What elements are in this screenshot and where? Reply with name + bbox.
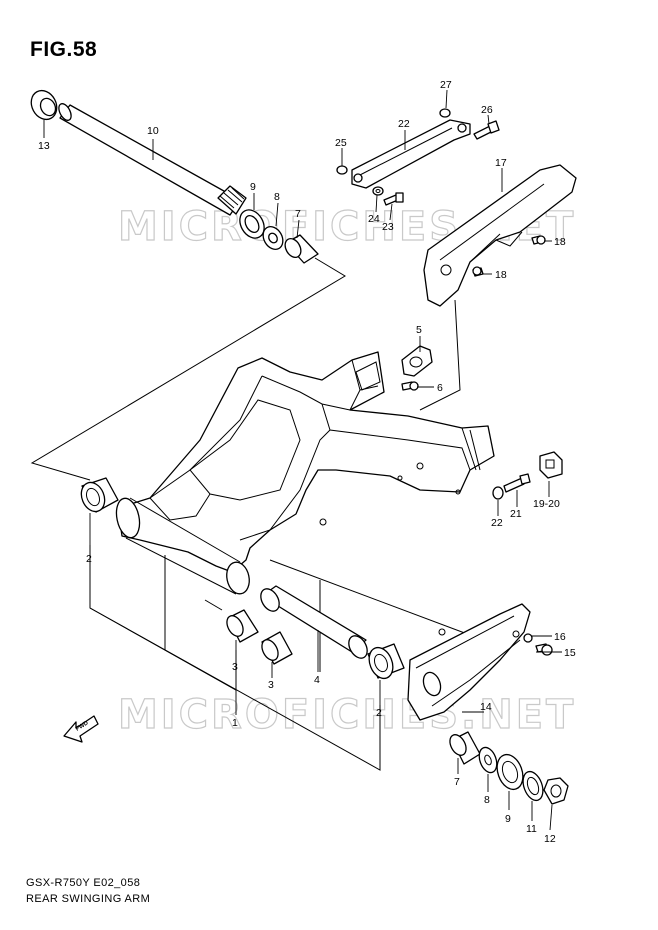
callout-18: 18	[495, 269, 507, 281]
part-18-screw	[472, 266, 484, 277]
part-9-bearing	[239, 209, 265, 239]
callout-25: 24	[368, 213, 380, 225]
callout-12: 12	[544, 833, 556, 845]
part-3-bushing	[261, 631, 293, 665]
callout-13: 13	[38, 140, 50, 152]
model-code: GSX-R750Y E02_058	[26, 877, 141, 889]
part-17-chain-guard	[423, 164, 577, 307]
callout-6: 6	[437, 382, 443, 394]
part-group-name: REAR SWINGING ARM	[26, 893, 151, 905]
callout-27: 26	[481, 104, 493, 116]
callout-4: 4	[314, 674, 320, 686]
callout-26: 25	[335, 137, 347, 149]
part-8-washer	[262, 226, 284, 250]
callout-19-20: 19-20	[533, 498, 560, 510]
part-8-washer	[478, 746, 498, 774]
part-22-washer	[492, 486, 504, 500]
part-15-bolt	[535, 643, 553, 656]
part-14-chain-guide	[407, 603, 531, 721]
part-23-torque-link	[351, 119, 471, 189]
part-3-bushing	[226, 609, 259, 643]
callout-28: 27	[440, 79, 452, 91]
callout-5: 5	[416, 324, 422, 336]
callout-numbers: 13 10 9 8 7 25 24 23 22 27 26 17 18 18 5…	[38, 79, 576, 845]
part-11-bearing	[522, 770, 544, 802]
forward-arrow-icon: FWD	[63, 715, 99, 743]
callout-24: 23	[382, 221, 394, 233]
callout-3: 3	[232, 661, 238, 673]
part-12-nut	[543, 777, 569, 805]
part-2-bearing	[367, 643, 405, 680]
callout-3: 3	[268, 679, 274, 691]
callout-22: 22	[491, 517, 503, 529]
callout-14: 14	[480, 701, 492, 713]
part-7-collar	[284, 234, 319, 264]
part-9-bearing	[496, 753, 524, 791]
callout-8: 8	[274, 191, 280, 203]
part-21-bolt	[503, 473, 531, 493]
callout-2: 2	[86, 553, 92, 565]
part-26-washer	[336, 165, 348, 175]
callout-9: 9	[250, 181, 256, 193]
callout-15: 15	[564, 647, 576, 659]
part-28-nut	[439, 108, 451, 118]
part-4-spacer-tube	[260, 585, 368, 659]
part-7-collar	[449, 731, 481, 765]
part-24-bolt	[383, 192, 404, 206]
callout-16: 16	[554, 631, 566, 643]
callout-7: 7	[295, 208, 301, 220]
callout-7: 7	[454, 776, 460, 788]
leader-lines	[43, 89, 562, 831]
part-5-plate	[401, 345, 433, 377]
watermark-bottom: MICROFICHES.NET	[118, 692, 576, 738]
callout-2: 2	[376, 707, 382, 719]
swing-arm-body	[115, 351, 495, 595]
callout-21: 21	[510, 508, 522, 520]
figure-title: FIG.58	[30, 38, 98, 61]
part-6-screw	[401, 381, 419, 391]
part-25-washer	[372, 186, 384, 196]
part-16-washer	[523, 633, 533, 643]
part-27-bolt	[473, 120, 500, 140]
part-13-bearing	[30, 89, 58, 121]
callout-23: 22	[398, 118, 410, 130]
callout-8: 8	[484, 794, 490, 806]
callout-11: 11	[526, 823, 537, 835]
callout-17: 17	[495, 157, 507, 169]
callout-10: 10	[147, 125, 159, 137]
part-10-pivot-shaft	[58, 103, 247, 216]
part-2-bearing	[80, 477, 119, 513]
part-18-screw	[531, 235, 546, 245]
callout-18: 18	[554, 236, 566, 248]
callout-1: 1	[232, 717, 238, 729]
part-19-20-adjuster	[539, 451, 563, 479]
callout-9: 9	[505, 813, 511, 825]
